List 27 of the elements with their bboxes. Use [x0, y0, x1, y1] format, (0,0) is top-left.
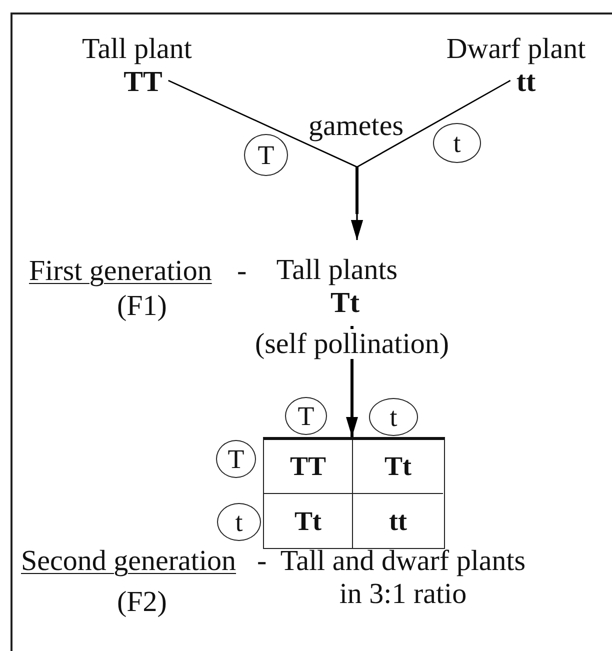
generation-code: (F2): [116, 586, 168, 619]
parent-label: Dwarf plant: [446, 33, 586, 66]
generation-heading: First generation: [29, 255, 212, 288]
parent-label: Tall plant: [82, 33, 192, 66]
allele-circle: T: [216, 440, 256, 478]
punnett-cell: TT: [264, 440, 353, 494]
gametes-label: gametes: [307, 110, 404, 143]
allele-circle: t: [369, 398, 418, 436]
dash-text: -: [237, 255, 247, 288]
allele-circle: t: [433, 123, 481, 163]
punnett-cell: Tt: [353, 440, 443, 494]
generation-label: Tall plants: [276, 254, 398, 287]
genotype-text: TT: [124, 66, 162, 99]
allele-circle: T: [244, 134, 288, 176]
ratio-label: Tall and dwarf plants in 3:1 ratio: [279, 545, 527, 611]
punnett-cell: tt: [353, 494, 443, 548]
generation-code: (F1): [116, 290, 168, 323]
genotype-text: Tt: [330, 287, 360, 320]
generation-heading: Second generation: [21, 545, 236, 578]
allele-circle: T: [285, 397, 327, 435]
punnett-square-grid: [263, 437, 445, 549]
allele-circle: t: [217, 503, 261, 541]
genotype-text: tt: [516, 66, 536, 99]
edge-label: (self pollination): [254, 329, 450, 359]
dash-text: -: [257, 545, 267, 578]
merging-arrow: [351, 80, 511, 240]
punnett-cell: Tt: [264, 494, 353, 548]
